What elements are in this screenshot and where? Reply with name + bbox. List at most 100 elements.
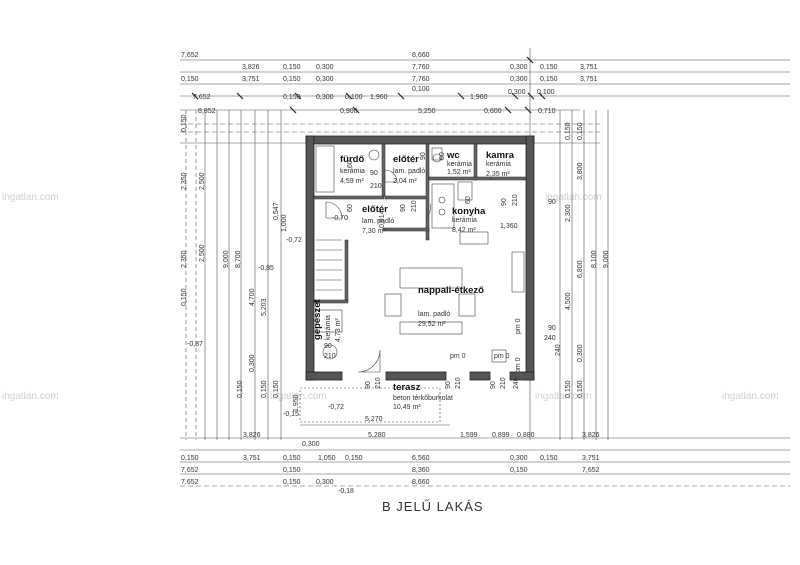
dim-label: 0,150 [565,122,572,140]
room-finish: lam. padló [418,311,450,318]
dim-label: 1,050 [318,455,336,462]
dim-label: 0,300 [577,344,584,362]
dim-label: 0,150 [261,380,268,398]
fixtures [299,145,525,423]
level-mark: -0,70 [332,215,348,222]
dim-label: 0,300 [302,441,320,448]
opening-label: 240 [513,377,520,389]
opening-label: 210 [455,377,462,389]
room-finish: beton térkőburkolat [393,395,453,402]
dim-label: 0,150 [283,76,301,83]
dim-label: 9,000 [223,250,230,268]
dim-label: 0,300 [316,76,334,83]
dim-label: 0,150 [181,288,188,306]
dim-label: 0,100 [537,89,555,96]
watermark: ingatlan.com [270,391,327,402]
exterior-walls [305,135,535,381]
dim-label: 0,150 [181,114,188,132]
dim-label: 3,751 [580,76,598,83]
dim-label: 0,150 [345,455,363,462]
room-finish: lam. padló [362,218,394,225]
dim-label: 0,300 [510,76,528,83]
dim-label: 7,652 [181,52,199,59]
level-note: pm 0 [515,357,522,373]
dim-label: 2,350 [181,250,188,268]
opening-label: 210 [324,353,336,360]
dim-label: 0,150 [181,76,199,83]
dim-label: 1,599 [460,432,478,439]
dim-label: 0,150 [181,455,199,462]
opening-label: 90 [324,343,332,350]
room-area: 1,52 m² [447,169,471,176]
dim-note: 1,000 [281,214,288,232]
dim-label: 2,500 [199,244,206,262]
watermark: ingatlan.com [535,391,592,402]
dim-label: 5,280 [368,432,386,439]
room-name: előtér [362,204,388,215]
room-area: 2,04 m² [393,178,417,185]
dim-label: 0,300 [510,455,528,462]
dim-label: 4,700 [249,288,256,306]
watermark: ingatlan.com [2,391,59,402]
dim-label: 0,150 [237,380,244,398]
dim-label: 0,150 [283,455,301,462]
dim-label: 3,751 [242,76,260,83]
dim-label: 0,300 [316,479,334,486]
room-name: gépészet [312,299,323,340]
top-dimensions: 7,652 8,660 3,826 0,150 0,300 7,760 0,30… [181,52,598,115]
opening-label: 90 [370,170,378,177]
level-mark: -0,15 [283,411,299,418]
watermark: ingatlan.com [2,192,59,203]
dim-label: 9,000 [603,250,610,268]
opening-label: 90 [365,381,372,389]
level-mark: -0,87 [187,341,203,348]
dim-label: 3,800 [577,162,584,180]
level-mark: -0,72 [286,237,302,244]
opening-label: 90 [420,152,427,160]
opening-label: 210 [370,183,382,190]
interior-walls [313,143,527,304]
room-name: konyha [452,206,486,217]
level-note: pm 0 [494,353,510,360]
opening-label: 90 [445,381,452,389]
right-dimensions: 2,300 3,800 0,150 0,150 6,800 8,100 9,00… [565,122,610,398]
level-note: pm 0 [515,318,522,334]
opening-label: 90 [548,199,556,206]
opening-label: 210 [500,377,507,389]
opening-label: 210 [411,200,418,212]
dim-label: 0,300 [508,89,526,96]
dim-label: 7,652 [193,94,211,101]
opening-label: 60 [347,160,354,168]
level-mark: -0,85 [258,265,274,272]
room-name: wc [446,150,460,161]
room-finish: kerámia [325,315,332,340]
dim-label: 3,826 [582,432,600,439]
room-name: előtér [393,154,419,165]
dim-label: 3,826 [242,64,260,71]
opening-label: 60 [465,196,472,204]
dim-label: 0,150 [273,380,280,398]
dim-note: 1,360 [500,223,518,230]
opening-label: 90 [400,204,407,212]
dim-label: 1,960 [470,94,488,101]
drawing-title: B JELŰ LAKÁS [382,499,484,514]
dim-label: 0,600 [484,108,502,115]
level-marks: -0,70 -0,72 -0,85 -0,87 -0,72 -0,15 -0,1… [187,215,354,495]
dim-label: 0,300 [316,64,334,71]
dim-label: 8,660 [412,52,430,59]
dim-label: 0,150 [540,64,558,71]
dim-label: 0,150 [540,76,558,83]
opening-annotations: 210 90 60 90 210 60 60 90 210 90 60 210 … [324,152,562,389]
dim-label: 8,360 [412,467,430,474]
dim-label: 8,100 [591,250,598,268]
opening-label: 90 [501,198,508,206]
dim-note: 0,547 [273,202,280,220]
opening-label: 60 [347,204,354,212]
dim-label: 3,751 [243,455,261,462]
dim-label: 8,700 [235,250,242,268]
opening-label: 90 [548,325,556,332]
dim-label: 2,300 [565,204,572,222]
dim-label: 1,960 [370,94,388,101]
room-area: 10,49 m² [393,404,421,411]
dim-label: 0,150 [283,94,301,101]
